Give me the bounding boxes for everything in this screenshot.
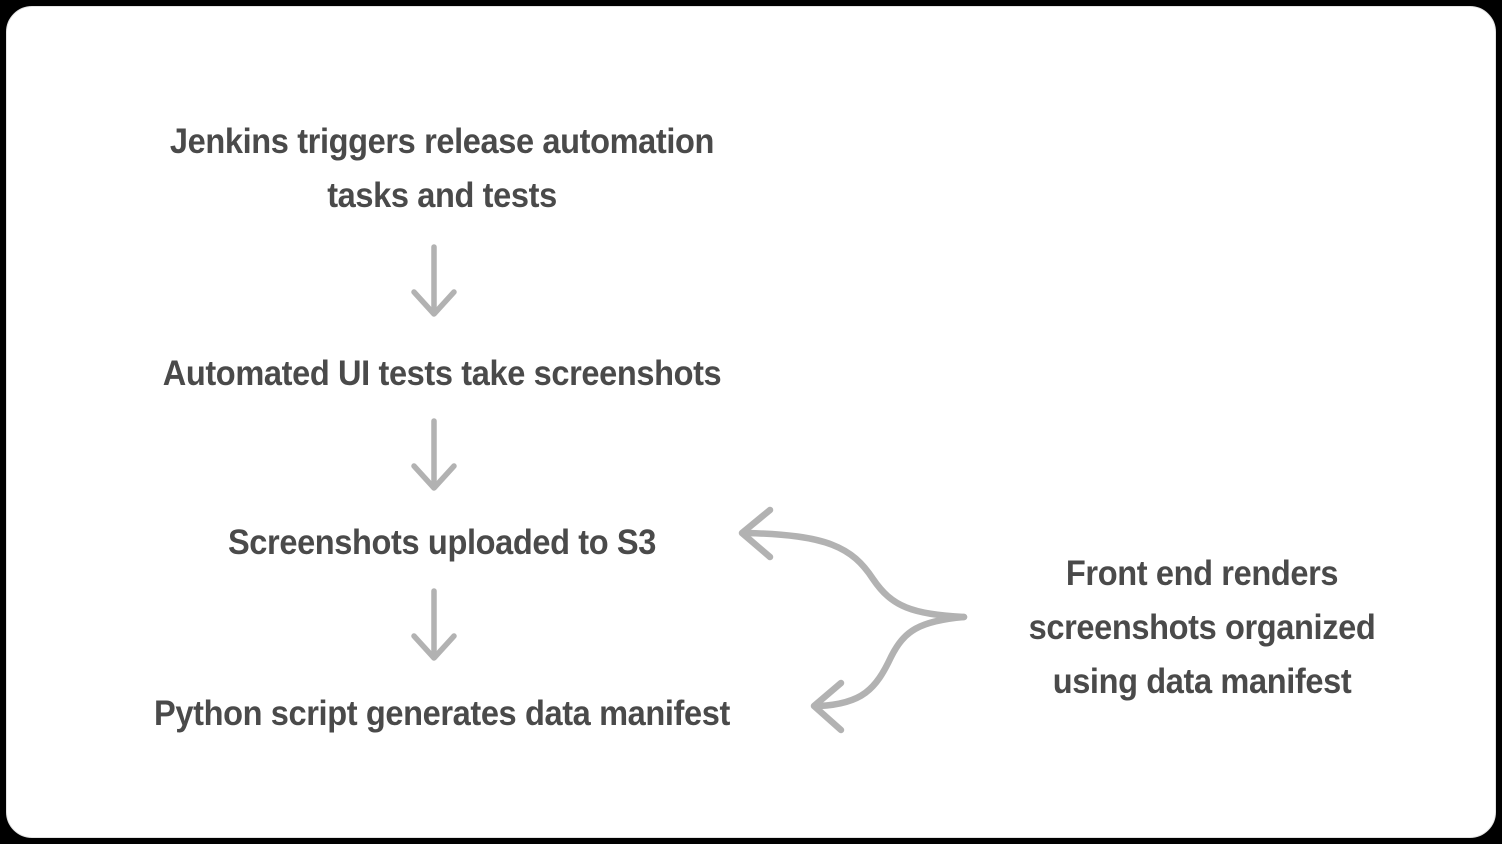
flow-step-jenkins-triggers: Jenkins triggers release automation task… [169,122,715,215]
flow-step-screenshots-uploaded: Screenshots uploaded to S3 [227,523,657,562]
flow-step-python-script: Python script generates data manifest [154,694,730,733]
arrow-down-icon [411,588,457,661]
diagram-card: Jenkins triggers release automation task… [6,6,1496,838]
curved-arrow-left-down-icon [810,613,968,734]
arrow-down-icon [411,418,457,491]
flow-step-automated-ui-tests: Automated UI tests take screenshots [162,354,722,393]
arrow-down-icon [411,244,457,317]
flow-note-front-end-renders: Front end renders screenshots organized … [1028,554,1376,701]
